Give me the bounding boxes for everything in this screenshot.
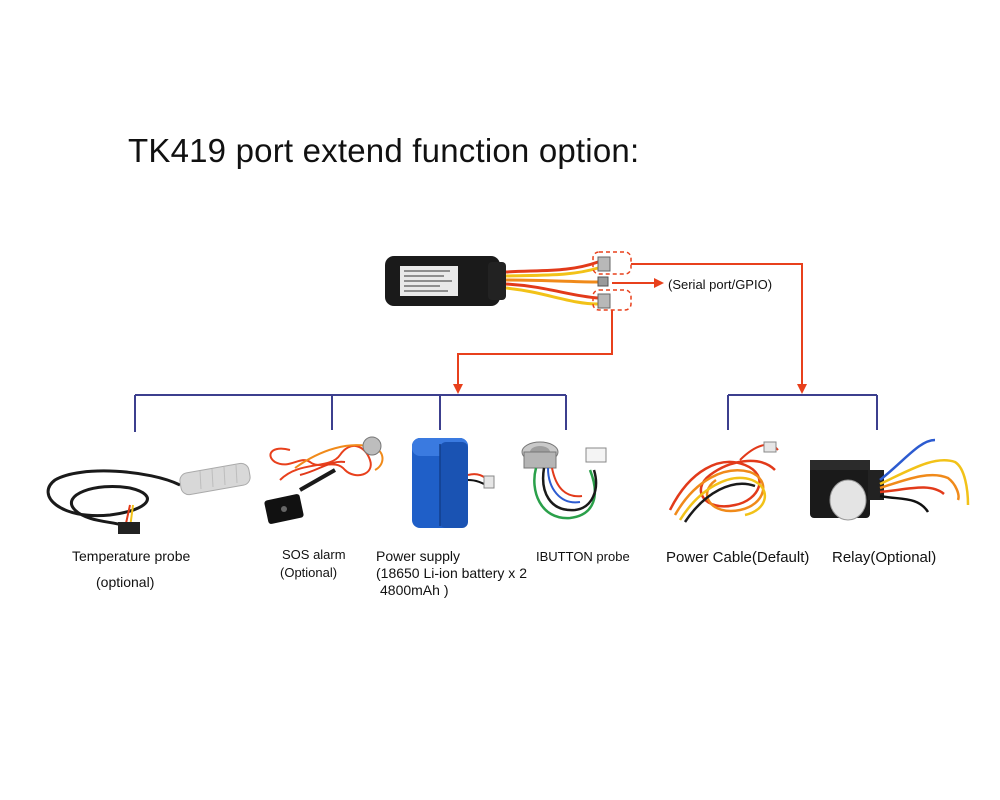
serial-port-label: (Serial port/GPIO) bbox=[668, 277, 773, 292]
relay-icon bbox=[810, 438, 970, 521]
serial-port-highlight bbox=[592, 251, 632, 275]
ibutton-icon bbox=[521, 441, 607, 520]
power-supply-detail: (18650 Li-ion battery x 2 bbox=[376, 565, 527, 581]
ibutton-probe-label: IBUTTON probe bbox=[536, 549, 630, 564]
temperature-probe-label: Temperature probe bbox=[72, 548, 191, 564]
power-cable-icon bbox=[668, 441, 779, 523]
sos-button-icon bbox=[264, 436, 384, 524]
battery-icon bbox=[412, 438, 495, 528]
left-branch-tree bbox=[134, 394, 567, 432]
sos-alarm-note: (Optional) bbox=[280, 565, 338, 580]
power-supply-label: Power supply bbox=[376, 548, 461, 564]
relay-label: Relay(Optional) bbox=[832, 549, 937, 566]
accessory-branch-arrow bbox=[453, 310, 613, 394]
temperature-probe-icon bbox=[46, 462, 251, 534]
sos-alarm-label: SOS alarm bbox=[282, 547, 346, 562]
power-cable-label: Power Cable(Default) bbox=[666, 549, 810, 566]
temperature-probe-note: (optional) bbox=[96, 574, 155, 590]
power-supply-capacity: 4800mAh ) bbox=[380, 582, 449, 598]
right-branch-tree bbox=[727, 394, 878, 430]
diagram-title: TK419 port extend function option: bbox=[128, 132, 640, 169]
tracker-device-icon bbox=[385, 256, 611, 309]
power-branch-arrow bbox=[631, 263, 807, 394]
